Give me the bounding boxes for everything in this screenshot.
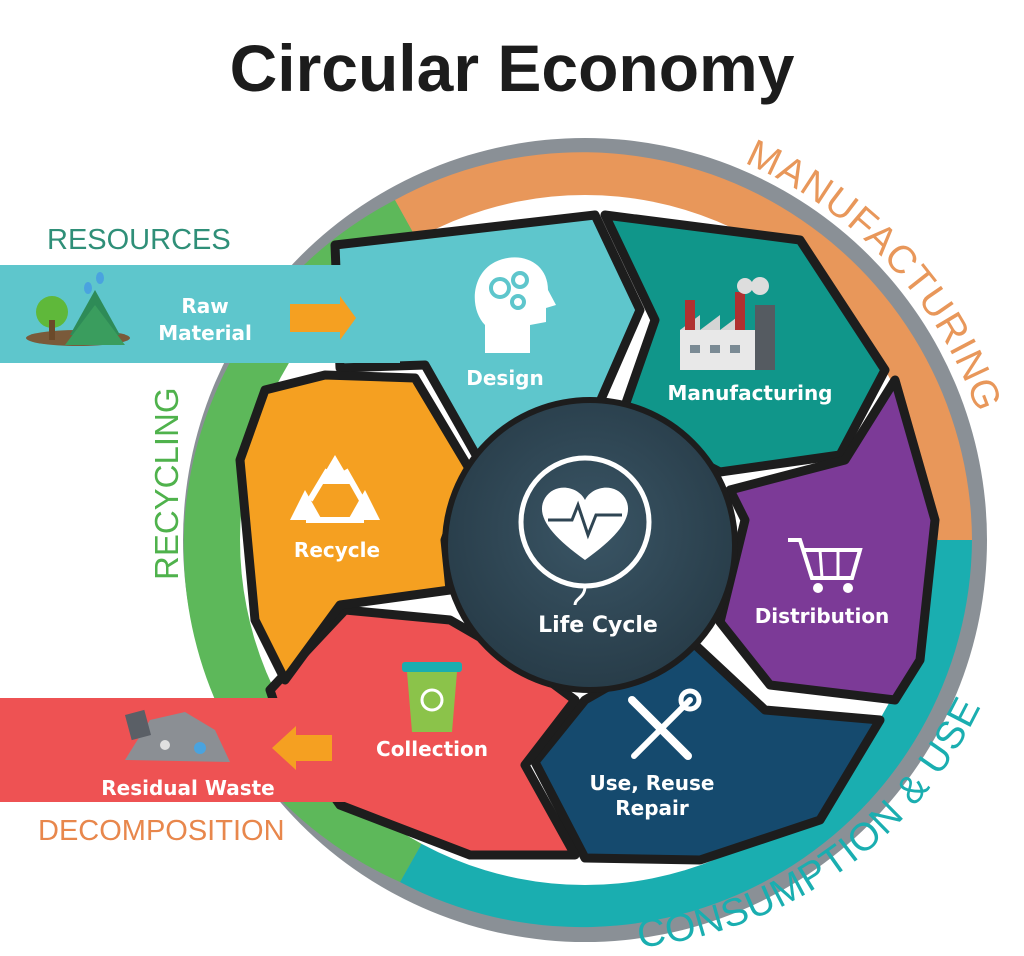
recycle-bin-icon (402, 662, 462, 732)
residual-waste-label: Residual Waste (101, 776, 274, 800)
heart-pulse-icon (518, 455, 652, 606)
decomposition-label: DECOMPOSITION (38, 815, 285, 847)
design-label: Design (466, 366, 543, 390)
consumption-ring-segment (400, 540, 972, 928)
distribution-segment[interactable] (715, 375, 940, 705)
manufacturing-label: Manufacturing (668, 381, 833, 405)
recycle-icon (290, 455, 380, 523)
use-label-1: Use, Reuse (590, 771, 715, 795)
distribution-label: Distribution (755, 604, 890, 628)
life-cycle-label: Life Cycle (538, 613, 658, 638)
factory-icon (680, 277, 775, 370)
use-label-2: Repair (615, 796, 689, 820)
raw-material-label-2: Material (158, 321, 252, 345)
waste-pile-icon (124, 709, 230, 762)
raw-material-label-1: Raw (181, 294, 228, 318)
shopping-cart-icon (788, 538, 863, 593)
resources-label: RESOURCES (47, 224, 231, 256)
forest-icon (26, 272, 130, 346)
head-gears-icon (474, 257, 556, 353)
tools-icon (628, 688, 702, 760)
arrow-right-icon (290, 296, 356, 340)
manufacturing-ring-segment (395, 152, 972, 540)
page-title: Circular Economy (229, 31, 795, 105)
arrow-left-icon (272, 726, 332, 770)
collection-label: Collection (376, 737, 488, 761)
recycle-label: Recycle (294, 538, 380, 562)
